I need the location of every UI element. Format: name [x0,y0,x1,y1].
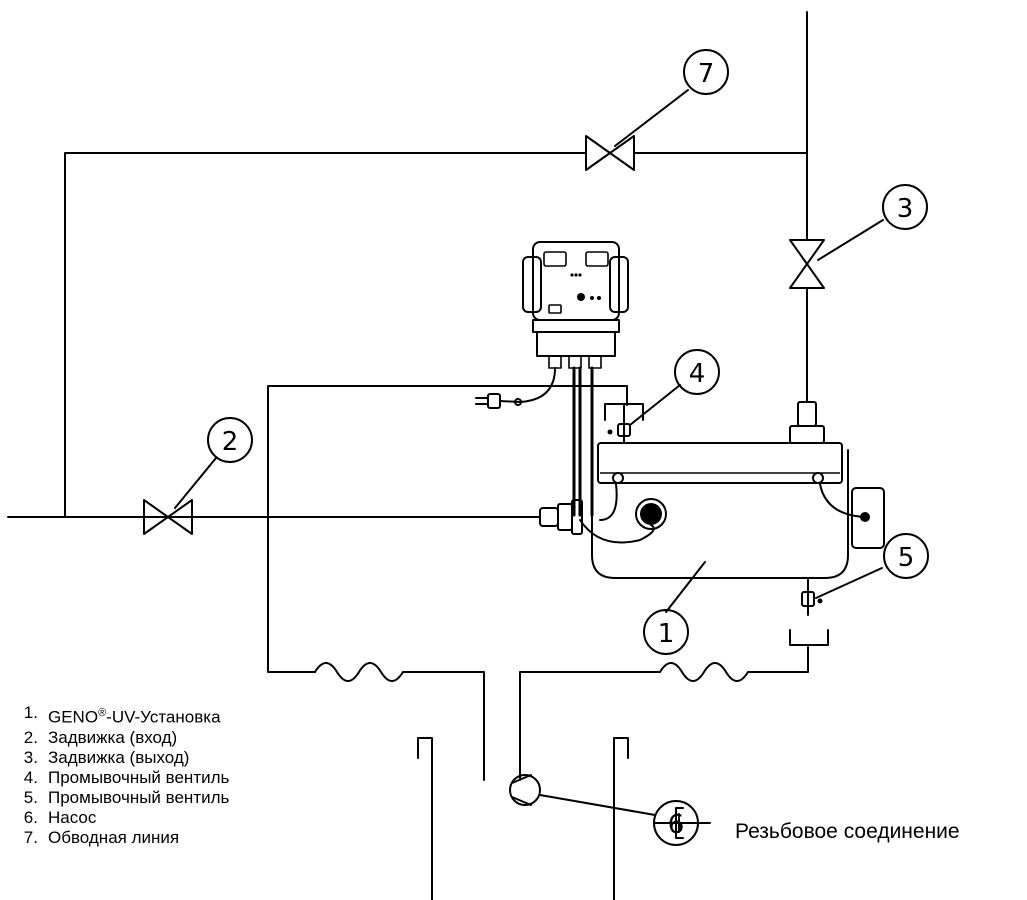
inlet-valve-icon [143,499,193,535]
callout-3-leader [817,219,884,261]
callout-1: 1 [643,609,689,655]
flush-riser-right [747,646,809,673]
callout-2: 2 [207,417,253,463]
legend-text: Обводная линия [48,827,180,847]
callout-3: 3 [882,184,928,230]
legend-number: 4 [18,768,48,788]
bypass-valve-icon [585,135,635,171]
legend-number: 1 [18,703,48,728]
pump-icon [509,774,541,806]
outlet-valve-icon [789,239,825,289]
outlet-fitting-icon [789,401,825,444]
svg-text:1: 1 [658,619,675,649]
callout-4: 4 [674,349,720,395]
flush-supply-line [519,671,661,781]
legend-number: 3 [18,748,48,768]
legend-item: 1GENO®-UV-Установка [18,703,229,728]
bucket-icon [417,737,629,900]
bypass-line [64,152,587,518]
legend-text: Промывочный вентиль [48,787,230,807]
legend-text: Насос [48,807,97,827]
thread-connection-symbol-icon [654,807,711,839]
flush-hose-right [659,662,749,682]
legend-text: GENO®-UV-Установка [48,707,221,727]
callout-7-leader [614,89,689,147]
svg-text:7: 7 [698,59,715,89]
legend-text: Задвижка (вход) [48,727,178,747]
svg-text:4: 4 [689,359,706,389]
power-plug-icon [475,393,522,409]
flush-hose-left [314,662,404,682]
legend-item: 2Задвижка (вход) [18,728,229,748]
legend-number: 2 [18,728,48,748]
legend-number: 6 [18,808,48,828]
callout-4-leader [629,384,681,426]
legend-text: Промывочный вентиль [48,767,230,787]
uv-reactor-icon [539,442,885,579]
callout-2-leader [174,457,217,509]
flush-valve-bottom-icon [789,577,829,646]
legend-item: 6Насос [18,808,229,828]
legend-number: 5 [18,788,48,808]
legend-item: 7Обводная линия [18,828,229,848]
legend-item: 5Промывочный вентиль [18,787,230,808]
callout-1-leader [665,561,706,613]
callout-5: 5 [883,533,929,579]
svg-text:3: 3 [897,194,914,224]
callout-7: 7 [683,49,729,95]
svg-text:2: 2 [222,427,239,457]
uv-control-unit-icon [519,241,629,517]
callout-6-leader [539,794,656,816]
flush-drop-left [402,671,485,781]
svg-text:5: 5 [898,543,915,573]
legend: 1GENO®-UV-Установка 2Задвижка (вход) 3За… [18,703,230,848]
legend-item: 3Задвижка (выход) [18,748,229,768]
legend-item: 4Промывочный вентиль [18,767,230,788]
flush-valve-top-icon [604,403,644,444]
legend-number: 7 [18,828,48,848]
legend-text: Задвижка (выход) [48,747,190,767]
callout-5-leader [815,567,883,599]
flush-return-line [267,385,628,673]
thread-connection-label: Резьбовое соединение [735,820,960,843]
